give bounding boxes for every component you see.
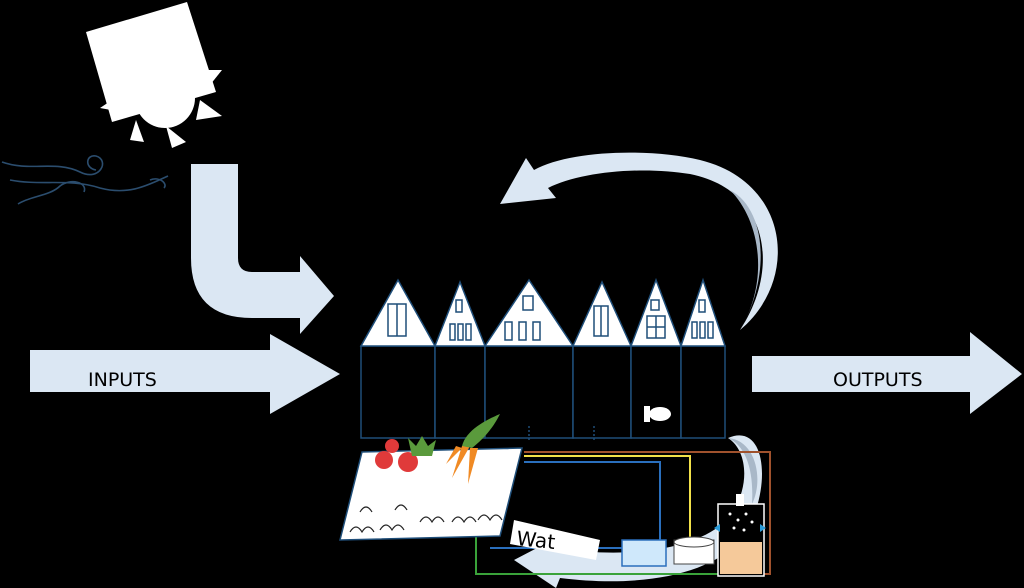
solar-input-arrow — [191, 164, 334, 334]
house-5 — [629, 277, 683, 439]
house-1 — [359, 278, 437, 439]
wind-icon — [1, 155, 169, 205]
sun-icon — [86, 2, 222, 148]
house-2 — [433, 279, 487, 439]
vegetable-garden — [339, 447, 523, 541]
water-label: Wat — [515, 526, 556, 554]
inputs-arrow — [30, 334, 340, 414]
house-6 — [679, 277, 727, 439]
water-label-box: Wat — [510, 520, 600, 560]
toilet-icon — [644, 406, 671, 422]
canal-houses — [359, 277, 727, 440]
vegetables-icon — [375, 414, 500, 484]
treatment-units — [621, 494, 766, 577]
inputs-label: INPUTS — [88, 369, 157, 391]
recycle-arrow-top — [500, 152, 778, 330]
outputs-arrow — [752, 332, 1022, 414]
house-3 — [483, 278, 575, 440]
outputs-label: OUTPUTS — [833, 369, 923, 391]
house-4 — [571, 280, 633, 440]
